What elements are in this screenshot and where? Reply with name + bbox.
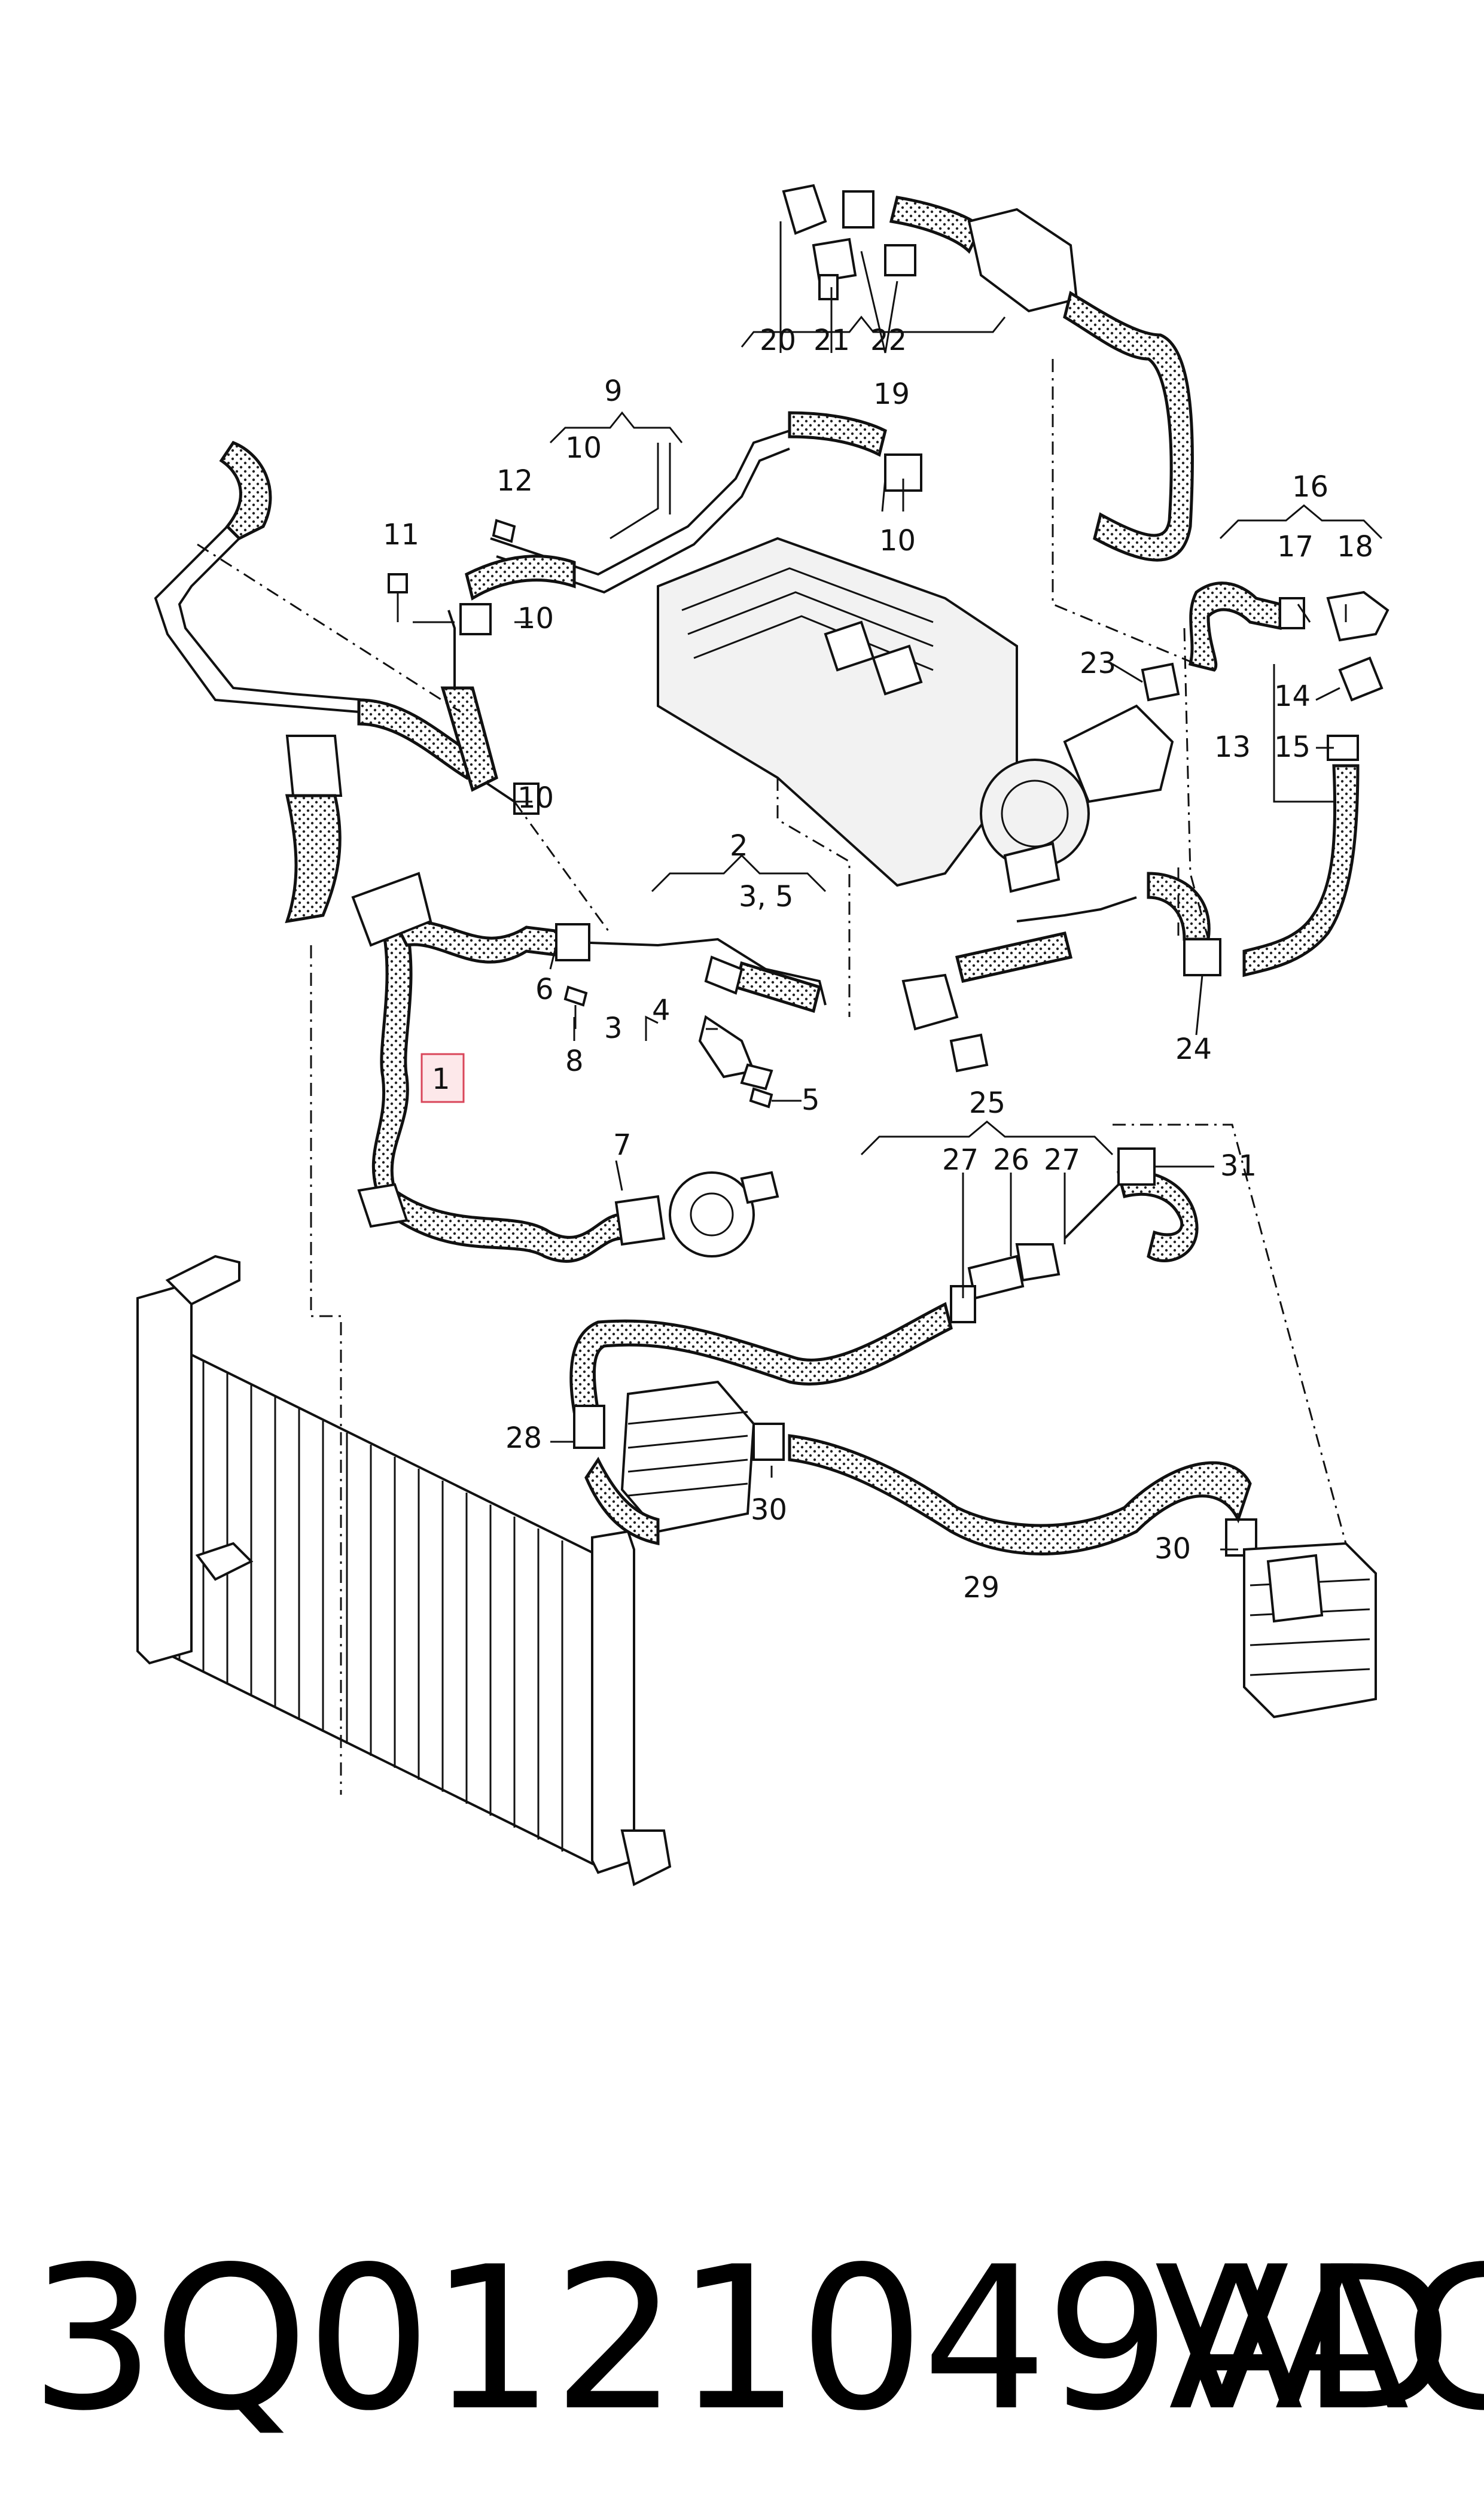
callout-26: 26 [993,1143,1029,1177]
bolt-part-12 [492,519,516,543]
radiator [136,1255,672,1886]
callout-5: 5 [802,1083,820,1117]
leader-lines [197,359,1347,1795]
callout-4: 4 [652,994,671,1027]
callout-21: 21 [813,324,850,357]
callout-3: 3 [604,1012,623,1045]
oil-cooler-left [584,1380,755,1546]
callout-14: 14 [1274,680,1311,713]
callout-3-5: 3, 5 [739,880,794,914]
coolant-hose-part-25 [569,1170,1199,1414]
coolant-hose-part-24 [901,872,1221,1073]
vent-pipe-left [154,440,474,924]
connector-part-23 [1141,662,1180,702]
callout-31: 31 [1220,1149,1257,1183]
callout-22: 22 [870,324,907,357]
clamp-part-31 [1117,1147,1156,1186]
callout-24: 24 [1175,1033,1212,1066]
callout-12: 12 [496,464,533,498]
clamp-part-28 [573,1405,605,1449]
callout-15: 15 [1274,730,1311,764]
oil-cooler-right [1243,1542,1377,1719]
bolt-part-11 [388,573,408,622]
callout-labels: 1 2 3, 5 3 4 5 6 7 8 9 10 10 10 10 11 12… [383,324,1373,1604]
callout-7: 7 [613,1128,632,1162]
callout-28: 28 [505,1421,542,1455]
callout-18: 18 [1337,530,1373,564]
callout-20: 20 [760,324,796,357]
temperature-sensor-part-4 [698,1015,773,1091]
clamp-part-30 [752,1423,1257,1557]
callout-1: 1 [432,1062,450,1096]
bolt-part-5 [749,1087,773,1109]
coolant-hose-part-19 [889,196,1194,562]
callout-23: 23 [1080,647,1116,680]
coolant-hose-part-13 [1242,656,1384,978]
callout-10-top: 10 [565,431,602,465]
callout-30-left: 30 [751,1493,787,1527]
brand-text: VAG [1154,2224,1484,2454]
clamp-part-10 [459,453,922,815]
aux-coolant-pump-part-7 [614,1171,779,1258]
callout-30-right: 30 [1154,1532,1191,1566]
callout-17: 17 [1277,530,1314,564]
coolant-hose-part-16 [1188,581,1389,672]
cylinder-head [657,537,1018,887]
callout-27-left: 27 [942,1143,979,1177]
coolant-pipes-part-9 [440,411,887,803]
clamp-part-22 [842,190,916,276]
callout-2: 2 [730,829,748,863]
connector-part-21 [812,238,857,300]
part-number-text: 3Q0121049AD [30,2224,1453,2454]
coolant-hose-exploded-diagram: 1 2 3, 5 3 4 5 6 7 8 9 10 10 10 10 11 12… [136,184,1389,1886]
coolant-hose-part-29 [788,1434,1252,1555]
callout-11: 11 [383,518,419,552]
turbocharger [980,704,1174,893]
callout-16: 16 [1292,470,1328,504]
callout-8: 8 [565,1045,584,1078]
part-1-highlight-box [420,1053,465,1103]
callout-10-mid: 10 [517,602,554,635]
bolt-part-8 [563,985,588,1029]
connector-part-20 [782,184,827,235]
callout-10-right: 10 [879,524,916,558]
callout-25: 25 [969,1086,1005,1120]
callout-10-low: 10 [517,781,554,815]
callout-19: 19 [873,377,910,411]
callout-6: 6 [535,973,554,1006]
coolant-pipe-part-2 [574,937,827,1013]
callout-brackets [413,221,1383,1551]
callout-27-right: 27 [1044,1143,1080,1177]
callout-9: 9 [604,374,623,408]
callout-13: 13 [1214,730,1251,764]
clip-part-6 [555,923,590,961]
callout-29: 29 [963,1571,1000,1604]
